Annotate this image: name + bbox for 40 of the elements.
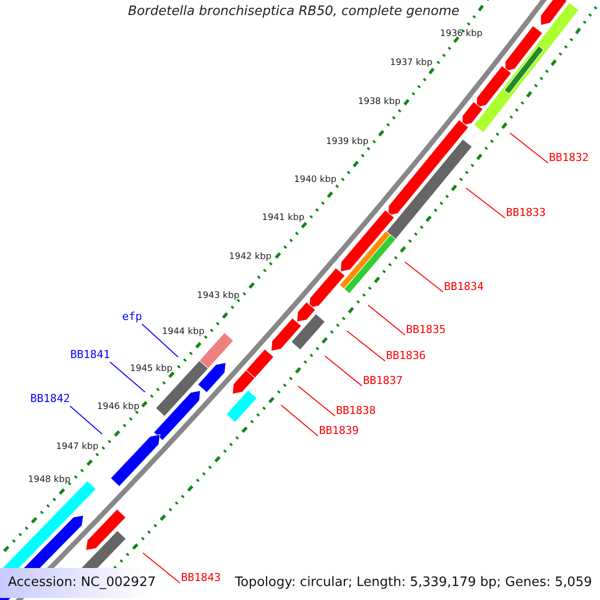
- scale-label: 1938 kbp: [358, 98, 400, 107]
- scale-label: 1946 kbp: [97, 403, 140, 412]
- gene-label: BB1843: [181, 572, 221, 583]
- leader-line: [346, 330, 386, 362]
- scale-label: 1944 kbp: [162, 328, 204, 337]
- scale-label: 1942 kbp: [229, 253, 272, 262]
- gene-label: BB1837: [363, 375, 403, 386]
- leader-line: [510, 132, 548, 164]
- gene-label: BB1838: [336, 405, 376, 416]
- title: Bordetella bronchiseptica RB50, complete genome: [128, 5, 460, 18]
- accession-text: Accession: NC_002927: [8, 576, 156, 589]
- leader-line: [142, 552, 180, 584]
- gene-label: BB1836: [386, 350, 426, 361]
- gene-label: BB1833: [506, 207, 546, 218]
- scale-label: 1936 kbp: [440, 30, 482, 39]
- gene-label: BB1841: [70, 349, 110, 360]
- gene-label: BB1834: [444, 281, 484, 292]
- leader-line: [368, 304, 406, 336]
- leader-line: [404, 262, 444, 292]
- leader-line: [324, 356, 362, 386]
- scale-label: 1940 kbp: [294, 176, 336, 185]
- scale-label: 1941 kbp: [262, 214, 304, 223]
- summary-text: Topology: circular; Length: 5,339,179 bp; Genes: 5,059: [234, 576, 592, 589]
- leader-line: [466, 188, 506, 218]
- gene-label: BB1842: [30, 393, 70, 404]
- gene-label: efp: [122, 311, 142, 322]
- scale-label: 1937 kbp: [390, 59, 432, 68]
- gene-label: BB1839: [319, 425, 359, 436]
- leader-line: [70, 406, 102, 434]
- leader-line: [298, 386, 336, 416]
- scale-label: 1943 kbp: [197, 292, 240, 301]
- leader-line: [142, 324, 178, 358]
- leader-line: [110, 362, 146, 392]
- scale-label: 1939 kbp: [326, 138, 368, 147]
- scale-label: 1945 kbp: [130, 365, 172, 374]
- scale-label: 1948 kbp: [28, 476, 70, 485]
- scale-label: 1947 kbp: [56, 443, 98, 452]
- leader-line: [280, 404, 318, 436]
- gene-label: BB1835: [406, 324, 446, 335]
- gene-label: BB1832: [549, 152, 589, 163]
